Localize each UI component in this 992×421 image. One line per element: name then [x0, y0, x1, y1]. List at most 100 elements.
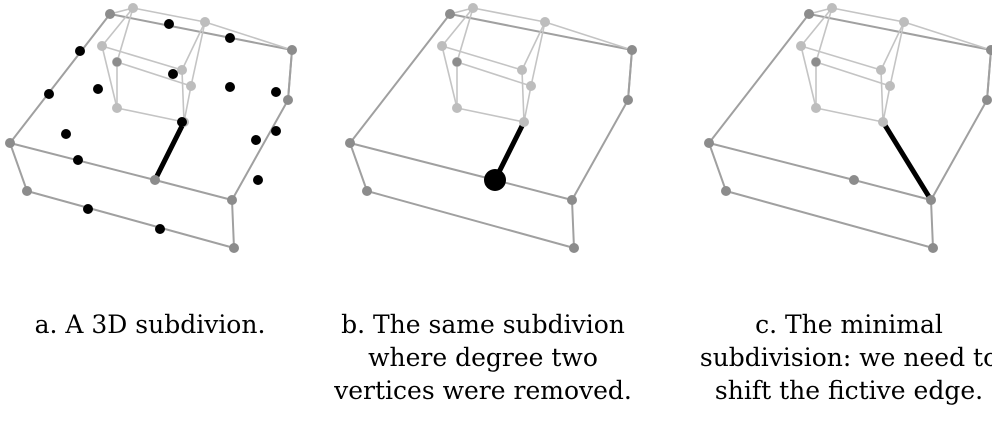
- panel-b: [345, 3, 637, 253]
- panel-b-outer-vertex: [627, 45, 637, 55]
- caption-c-line-2: subdivision: we need to: [699, 343, 992, 372]
- panel-b-outer-left-edge: [349, 13, 451, 144]
- panel-a-inner-vertex: [97, 41, 107, 51]
- panel-a-degree-two-vertex: [225, 33, 235, 43]
- panel-a-outer-right-drop-edge: [231, 199, 235, 249]
- panel-c-outer-vertex: [928, 243, 938, 253]
- panel-c-inner-edge-0: [831, 7, 905, 23]
- panel-a-degree-two-vertex: [155, 224, 165, 234]
- panel-a-inner-edge-9: [116, 107, 185, 123]
- panel-c-inner-vertex: [899, 17, 909, 27]
- panel-b-outer-front-top-edge: [349, 142, 496, 181]
- panel-a-degree-two-vertex: [83, 204, 93, 214]
- panel-b-outer-vertex: [623, 95, 633, 105]
- panel-c-inner-vertex: [876, 65, 886, 75]
- panel-a-outer-vertex: [105, 9, 115, 19]
- panel-b-inner-edge-0: [472, 7, 546, 23]
- panel-c-outer-side-edge: [930, 99, 988, 201]
- caption-c-line-3: shift the fictive edge.: [714, 376, 984, 405]
- panel-a-degree-two-vertex: [44, 89, 54, 99]
- panel-a-inner-edge-1: [101, 7, 134, 47]
- panel-b-inner-vertex: [519, 117, 529, 127]
- panel-a-outer-left-edge: [9, 13, 111, 144]
- panel-b-inner-vertex-back: [452, 57, 462, 67]
- panel-a-degree-two-vertex: [61, 129, 71, 139]
- panel-c-outer-vertex: [804, 9, 814, 19]
- panel-b-inner-vertex: [540, 17, 550, 27]
- panel-c-outer-vertex: [982, 95, 992, 105]
- panel-a-outer-vertex: [22, 186, 32, 196]
- panel-a-degree-two-vertex: [73, 155, 83, 165]
- panel-c-fictive-edge: [880, 119, 934, 203]
- panel-a-inner-edge-2: [181, 21, 206, 71]
- panel-a-degree-two-vertex: [168, 69, 178, 79]
- panel-a-degree-two-vertex: [75, 46, 85, 56]
- panel-a-inner-edge-7: [101, 45, 118, 109]
- panel-c-outer-left-drop-edge: [708, 142, 727, 192]
- panel-a-outer-left-drop-edge: [9, 142, 28, 192]
- panel-c-inner-vertex: [827, 3, 837, 13]
- panel-a-inner-edge-6: [116, 61, 192, 87]
- panel-c-inner-edge-9: [815, 107, 884, 123]
- panel-c-inner-edge-2: [880, 21, 905, 71]
- panel-c-inner-edge-11: [882, 85, 891, 123]
- panel-b-outer-vertex: [567, 195, 577, 205]
- panel-b-inner-edge-9: [456, 107, 525, 123]
- panel-b-inner-vertex: [517, 65, 527, 75]
- panel-b-link-edge-tr: [544, 21, 633, 51]
- panel-a-outer-bottom-edge: [26, 190, 235, 249]
- panel-c-outer-bottom-edge: [725, 190, 934, 249]
- panel-a-outer-vertex: [227, 195, 237, 205]
- panel-b-inner-edge-6: [456, 61, 532, 87]
- caption-b: b. The same subdivion where degree two v…: [327, 308, 639, 407]
- panel-c-inner-edge-5: [889, 21, 905, 87]
- panel-a-outer-vertex: [287, 45, 297, 55]
- panel-c-outer-left-edge: [708, 13, 810, 144]
- panel-a-inner-edge-3: [101, 45, 183, 71]
- panel-b-inner-edge-5: [530, 21, 546, 87]
- panel-b-inner-vertex: [468, 3, 478, 13]
- panel-a-outer-vertex: [5, 138, 15, 148]
- panel-a-outer-vertex: [150, 175, 160, 185]
- panel-a-inner-edge-5: [190, 21, 206, 87]
- panel-c-outer-vertex: [926, 195, 936, 205]
- caption-c-line-1: c. The minimal: [755, 310, 943, 339]
- panel-b-outer-side-edge: [571, 99, 629, 201]
- panel-a-inner-edge-4: [116, 7, 134, 63]
- panel-a-inner-vertex: [112, 103, 122, 113]
- panel-c-outer-vertex: [704, 138, 714, 148]
- panel-c-link-edge-tr: [903, 21, 992, 51]
- panel-a-degree-two-vertex: [253, 175, 263, 185]
- panel-c-inner-vertex: [811, 103, 821, 113]
- panel-a-outer-vertex: [283, 95, 293, 105]
- panel-b-inner-edge-1: [441, 7, 474, 47]
- panel-b-outer-vertex: [345, 138, 355, 148]
- panel-a-degree-two-vertex: [271, 126, 281, 136]
- panel-a-outer-side-edge: [231, 99, 289, 201]
- panel-b-outer-right-drop-edge: [571, 199, 575, 249]
- panel-b-inner-edge-4: [456, 7, 474, 63]
- panel-a: [5, 3, 297, 253]
- caption-a-line-1: a. A 3D subdivion.: [34, 310, 266, 339]
- panel-b-inner-vertex: [437, 41, 447, 51]
- panel-b-outer-bottom-edge: [366, 190, 575, 249]
- panel-c-inner-edge-3: [800, 45, 882, 71]
- panel-b-inner-vertex: [452, 103, 462, 113]
- panel-a-outer-vertex: [229, 243, 239, 253]
- panel-b-outer-vertex: [569, 243, 579, 253]
- panel-a-inner-vertex: [186, 81, 196, 91]
- panel-a-inner-vertex: [200, 17, 210, 27]
- panel-c-inner-vertex: [796, 41, 806, 51]
- panel-a-degree-two-vertex: [251, 135, 261, 145]
- panel-a-inner-edge-0: [132, 7, 206, 23]
- panel-b-inner-vertex: [526, 81, 536, 91]
- panel-c-outer-right-drop-edge: [930, 199, 934, 249]
- panel-c-inner-vertex: [878, 117, 888, 127]
- panel-b-outer-back-edge: [627, 49, 633, 101]
- caption-b-line-2: where degree two: [368, 343, 598, 372]
- panel-b-merged-vertex: [484, 169, 506, 191]
- panel-a-link-edge-tr: [204, 21, 293, 51]
- panel-a-inner-vertex: [177, 65, 187, 75]
- caption-a: a. A 3D subdivion.: [0, 308, 300, 341]
